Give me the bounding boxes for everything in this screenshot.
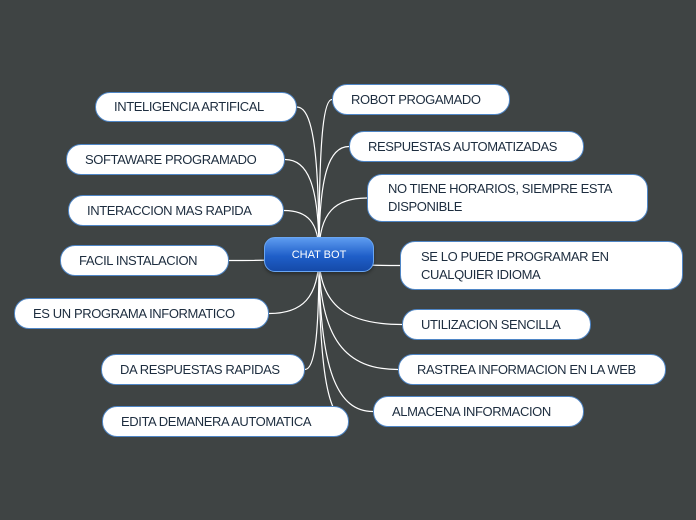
connector-almacena-informacion xyxy=(318,253,374,413)
topic-inteligencia-artifical[interactable]: INTELIGENCIA ARTIFICAL xyxy=(95,92,297,122)
topic-rastrea-informacion-en-la-web[interactable]: RASTREA INFORMACION EN LA WEB xyxy=(398,354,666,385)
topic-utilizacion-sencilla[interactable]: UTILIZACION SENCILLA xyxy=(402,309,591,340)
topic-da-respuestas-rapidas[interactable]: DA RESPUESTAS RAPIDAS xyxy=(101,354,305,385)
topic-es-un-programa-informatico[interactable]: ES UN PROGRAMA INFORMATICO xyxy=(14,298,269,329)
topic-almacena-informacion[interactable]: ALMACENA INFORMACION xyxy=(373,396,584,427)
topic-label: ES UN PROGRAMA INFORMATICO xyxy=(33,305,235,321)
connector-rastrea-informacion-en-la-web xyxy=(318,253,399,371)
topic-no-tiene-horarios[interactable]: NO TIENE HORARIOS, SIEMPRE ESTA DISPONIB… xyxy=(367,174,648,222)
topic-label: SOFTAWARE PROGRAMADO xyxy=(85,151,257,167)
topic-label: RASTREA INFORMACION EN LA WEB xyxy=(417,361,636,377)
topic-interaccion-mas-rapida[interactable]: INTERACCION MAS RAPIDA xyxy=(68,195,284,226)
central-topic-chat-bot[interactable]: CHAT BOT xyxy=(264,237,374,272)
topic-label: INTERACCION MAS RAPIDA xyxy=(87,202,252,218)
topic-robot-progamado[interactable]: ROBOT PROGAMADO xyxy=(332,84,510,115)
topic-label: FACIL INSTALACION xyxy=(79,252,198,268)
topic-facil-instalacion[interactable]: FACIL INSTALACION xyxy=(60,245,229,276)
topic-respuestas-automatizadas[interactable]: RESPUESTAS AUTOMATIZADAS xyxy=(349,131,584,162)
connector-robot-progamado xyxy=(318,98,333,255)
central-topic-label: CHAT BOT xyxy=(291,248,347,261)
topic-edita-demanera-automatica[interactable]: EDITA DEMANERA AUTOMATICA xyxy=(102,406,349,437)
topic-label: UTILIZACION SENCILLA xyxy=(421,316,561,332)
topic-label: ALMACENA INFORMACION xyxy=(392,403,551,419)
topic-label: NO TIENE HORARIOS, SIEMPRE ESTA DISPONIB… xyxy=(388,181,612,214)
topic-label: EDITA DEMANERA AUTOMATICA xyxy=(121,413,312,429)
topic-se-lo-puede-programar[interactable]: SE LO PUEDE PROGRAMAR EN CUALQUIER IDIOM… xyxy=(400,241,683,290)
topic-label: INTELIGENCIA ARTIFICAL xyxy=(114,99,264,114)
topic-label: SE LO PUEDE PROGRAMAR EN CUALQUIER IDIOM… xyxy=(421,248,609,282)
connector-respuestas-automatizadas xyxy=(318,145,350,255)
topic-softaware-programado[interactable]: SOFTAWARE PROGRAMADO xyxy=(66,144,285,175)
topic-label: ROBOT PROGAMADO xyxy=(351,91,481,107)
topic-label: DA RESPUESTAS RAPIDAS xyxy=(120,361,280,377)
topic-label: RESPUESTAS AUTOMATIZADAS xyxy=(368,138,558,154)
